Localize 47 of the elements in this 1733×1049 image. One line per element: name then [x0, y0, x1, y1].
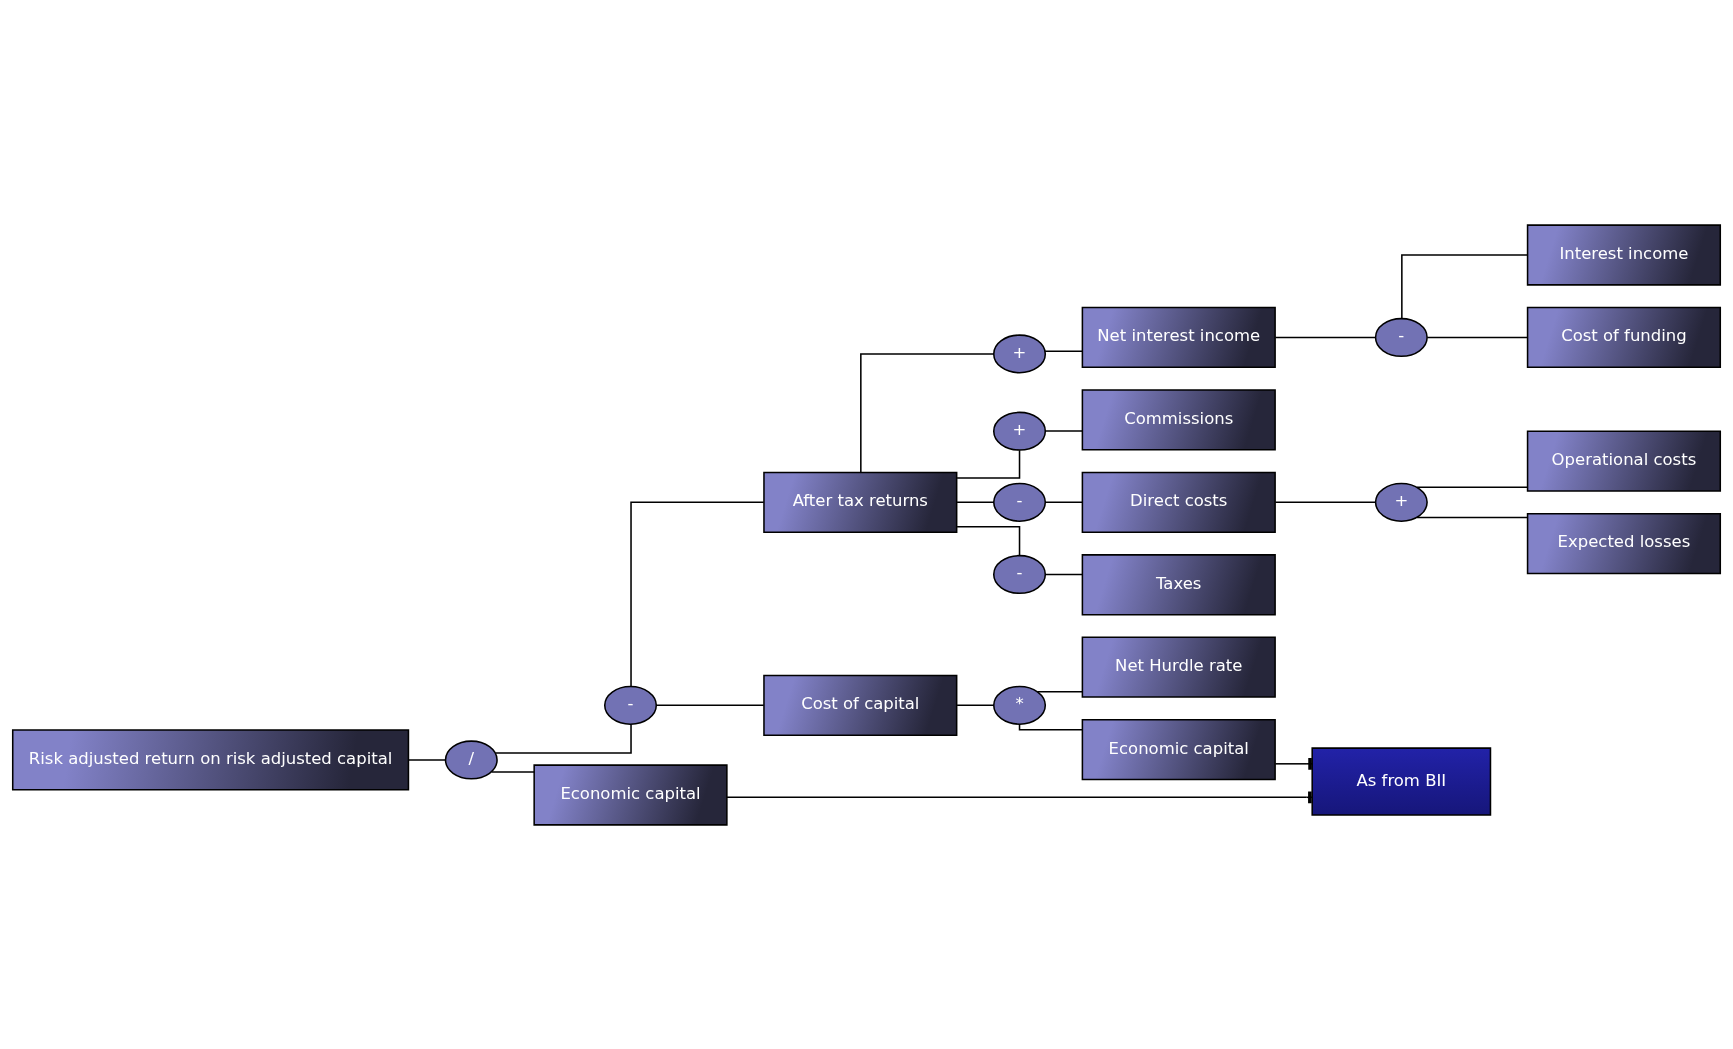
node-box: After tax returns [763, 471, 958, 533]
node-box: Taxes [1081, 553, 1276, 615]
node-ellipse: + [993, 411, 1047, 451]
connector [956, 525, 1021, 556]
connector [1036, 690, 1083, 693]
node-box: Risk adjusted return on risk adjusted capital [11, 728, 410, 791]
node-ellipse: / [444, 739, 498, 780]
node-box: Commissions [1081, 388, 1276, 451]
connector [956, 501, 995, 503]
connector [1274, 501, 1377, 503]
node-ellipse: * [993, 685, 1047, 725]
connector [1416, 516, 1529, 518]
node-box: Net interest income [1081, 306, 1276, 368]
node-ellipse: + [993, 333, 1047, 374]
node-box: Direct costs [1081, 471, 1276, 533]
node-box: Net Hurdle rate [1081, 636, 1276, 698]
node-box: Interest income [1526, 223, 1722, 286]
node-box: Economic capital [1081, 718, 1276, 780]
node-box: Cost of capital [763, 674, 958, 736]
connector [1044, 573, 1084, 575]
connector [1426, 336, 1528, 338]
connector [494, 723, 632, 754]
connector [1416, 485, 1529, 488]
connector [655, 704, 765, 706]
node-box: As from BII [1311, 746, 1492, 816]
connector [630, 501, 765, 687]
connector [1044, 501, 1084, 503]
connector [1044, 429, 1084, 432]
connector [407, 758, 447, 761]
node-box: Economic capital [533, 763, 728, 826]
connector [956, 448, 1021, 479]
connector [860, 352, 995, 473]
node-ellipse: + [1374, 482, 1428, 522]
node-ellipse: - [993, 554, 1047, 594]
connector [1401, 253, 1529, 319]
connector [490, 770, 535, 773]
connector [1044, 349, 1083, 352]
node-box: Operational costs [1526, 429, 1722, 492]
connector [956, 704, 995, 706]
node-box: Expected losses [1526, 512, 1722, 574]
node-ellipse: - [993, 482, 1047, 522]
connector [1274, 336, 1377, 338]
node-box: Cost of funding [1526, 306, 1722, 368]
connector [1018, 723, 1083, 731]
node-ellipse: - [603, 685, 658, 725]
connector [1274, 757, 1313, 770]
node-ellipse: - [1374, 317, 1428, 357]
